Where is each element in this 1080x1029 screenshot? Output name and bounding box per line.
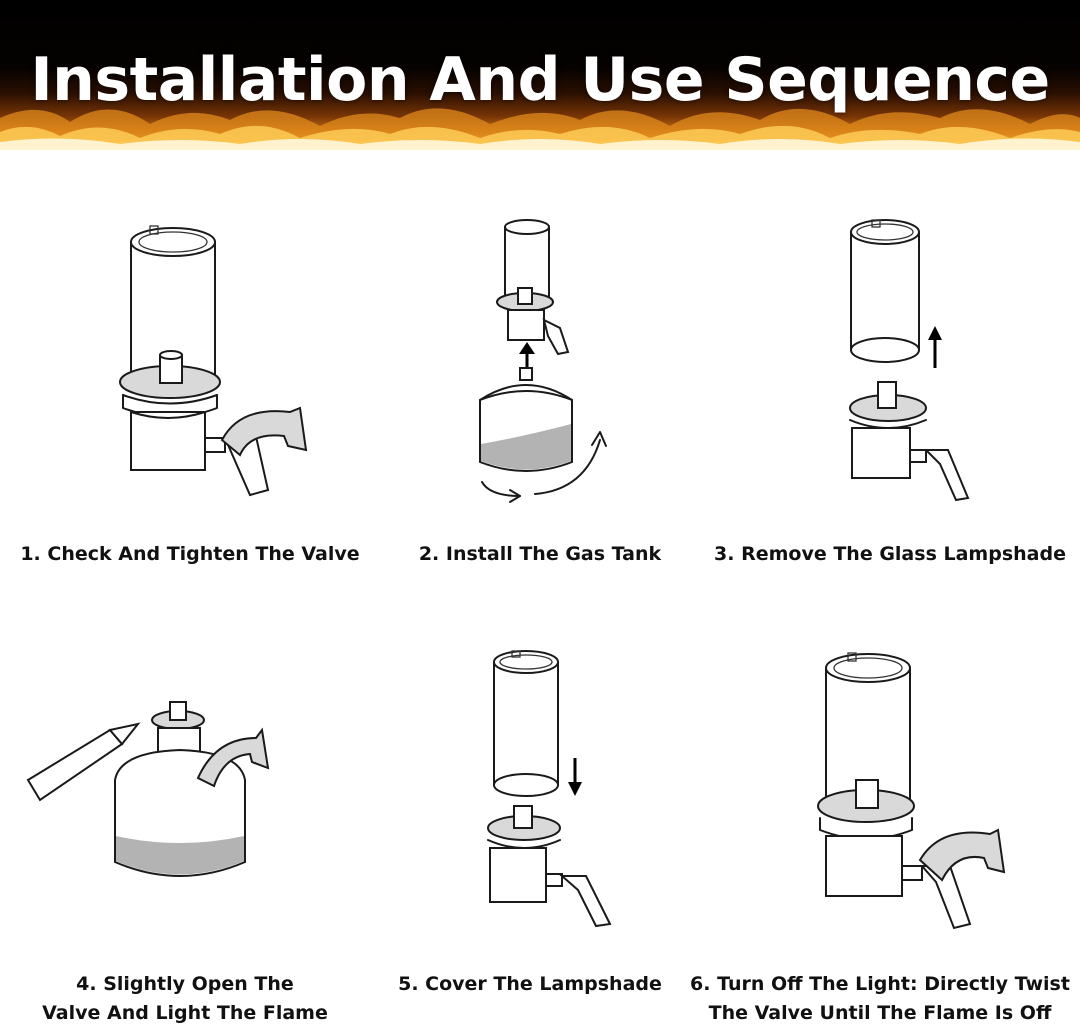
lampshade-cover-illustration	[487, 650, 612, 928]
step-1-caption: 1. Check And Tighten The Valve	[20, 543, 360, 565]
gas-tank-install-illustration	[479, 219, 607, 503]
step-2-caption: 2. Install The Gas Tank	[418, 543, 662, 565]
step-4-caption: 4. Slightly Open The Valve And Light The…	[42, 973, 328, 1024]
flame-background	[0, 108, 1080, 150]
step-3: 3. Remove The Glass Lampshade	[714, 150, 1080, 590]
lantern-valve-tighten-illustration	[119, 225, 308, 497]
turn-off-valve-illustration	[817, 652, 1006, 930]
step-6: 6. Turn Off The Light: Directly Twist Th…	[690, 590, 1080, 1029]
lampshade-remove-illustration	[849, 219, 970, 502]
valve-open-light-illustration	[26, 701, 270, 877]
step-1: 1. Check And Tighten The Valve	[0, 150, 360, 590]
page-title: Installation And Use Sequence	[30, 45, 1050, 115]
step-4: 4. Slightly Open The Valve And Light The…	[0, 590, 360, 1029]
step-5-caption: 5. Cover The Lampshade	[398, 973, 662, 995]
step-2: 2. Install The Gas Tank	[360, 150, 720, 590]
step-3-caption: 3. Remove The Glass Lampshade	[714, 543, 1066, 565]
step-6-caption: 6. Turn Off The Light: Directly Twist Th…	[690, 973, 1070, 1024]
header-banner: Installation And Use Sequence	[0, 0, 1080, 150]
step-5: 5. Cover The Lampshade	[360, 590, 720, 1029]
